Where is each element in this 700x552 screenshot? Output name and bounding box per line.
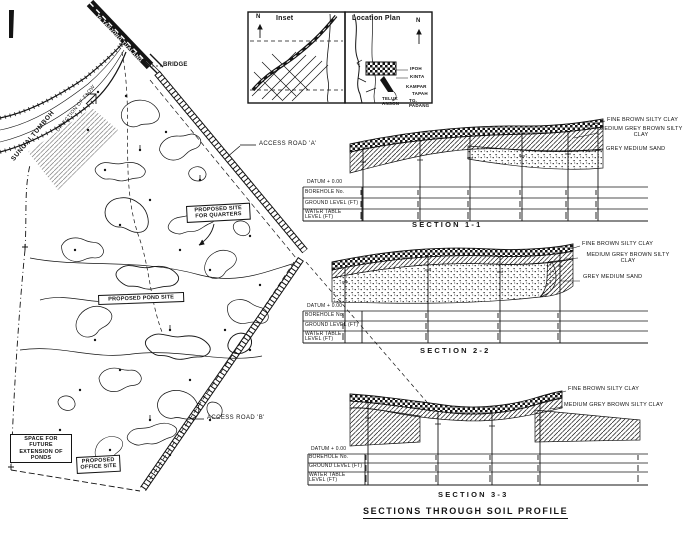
bridge-symbol	[143, 53, 164, 74]
access-road-a-ladder	[149, 70, 308, 259]
quarters-leader	[198, 223, 215, 246]
s3-water-label: WATER TABLE LEVEL (FT)	[309, 472, 346, 484]
s2-layer-sand: GREY MEDIUM SAND	[583, 274, 643, 280]
s1-borehole-label: BOREHOLE No.	[305, 189, 345, 195]
place-teluk-anson: TELUK ANSON	[382, 96, 400, 107]
pond-extension-label: SPACE FOR FUTURE EXTENSION OF PONDS	[10, 434, 72, 464]
inset-north-label: N	[256, 14, 261, 20]
scan-artifact-bar	[9, 10, 14, 38]
river-sungai-tumboh	[0, 42, 127, 154]
s2-water-label: WATER TABLE LEVEL (FT)	[305, 331, 342, 343]
inset-title: Inset	[276, 15, 294, 22]
s1-layer-sand: GREY MEDIUM SAND	[606, 146, 666, 152]
s1-ground-label: GROUND LEVEL (FT)	[305, 200, 359, 206]
office-site-label: PROPOSED OFFICE SITE	[76, 454, 121, 474]
place-kampar: KAMPAR	[406, 84, 427, 89]
s2-borehole-label: BOREHOLE No.	[305, 312, 345, 318]
section-2-title: SECTION 2-2	[420, 346, 491, 355]
place-ipoh: IPOH	[410, 66, 422, 71]
s3-layer-medium-grey: MEDIUM GREY BROWN SILTY CLAY	[564, 402, 664, 408]
s3-datum-label: DATUM + 0.00	[311, 446, 347, 452]
marsh-hatch	[28, 108, 118, 190]
place-kinta: KINTA	[410, 74, 425, 79]
s2-datum-label: DATUM + 0.00	[307, 303, 343, 309]
s1-datum-label: DATUM + 0.00	[307, 179, 343, 185]
access-road-a-label: ACCESS ROAD 'A'	[259, 141, 317, 147]
location-plan-map	[344, 11, 433, 104]
s1-layer-medium-grey: MEDIUM GREY BROWN SILTY CLAY	[599, 126, 683, 139]
s2-layer-fine-brown: FINE BROWN SILTY CLAY	[582, 241, 654, 247]
section-1-table	[302, 186, 648, 222]
contour-lines	[19, 51, 293, 466]
quarters-site-label: PROPOSED SITE FOR QUARTERS	[186, 202, 251, 223]
top-road-black-band	[86, 0, 154, 70]
section-1-title: SECTION 1-1	[412, 220, 483, 229]
section-3-table	[307, 453, 648, 486]
s3-ground-label: GROUND LEVEL (FT)	[309, 463, 363, 469]
drawing-title: SECTIONS THROUGH SOIL PROFILE	[363, 506, 569, 520]
s1-water-label: WATER TABLE LEVEL (FT)	[305, 209, 342, 221]
s2-layer-medium-grey: MEDIUM GREY BROWN SILTY CLAY	[586, 252, 670, 265]
place-tg-padang: TG. PADANG	[409, 98, 430, 109]
s3-borehole-label: BOREHOLE No.	[309, 454, 349, 460]
place-tapah: TAPAH	[412, 91, 428, 96]
access-road-b-label: ACCESS ROAD 'B'	[207, 415, 265, 421]
bridge-label: BRIDGE	[163, 62, 188, 68]
location-plan-north-label: N	[416, 18, 421, 24]
location-plan-title: Location Plan	[352, 15, 401, 22]
inset-map	[247, 11, 346, 104]
section-1-profile	[349, 118, 606, 221]
section-3-title: SECTION 3-3	[438, 490, 509, 499]
access-road-b-ladder	[140, 257, 435, 491]
s2-ground-label: GROUND LEVEL (FT)	[305, 322, 359, 328]
s1-layer-fine-brown: FINE BROWN SILTY CLAY	[607, 117, 679, 123]
site-boundary	[8, 41, 141, 492]
section-2-profile	[331, 243, 581, 343]
s3-layer-fine-brown: FINE BROWN SILTY CLAY	[568, 386, 640, 392]
section-3-profile	[349, 390, 641, 485]
section-2-table	[302, 310, 648, 344]
